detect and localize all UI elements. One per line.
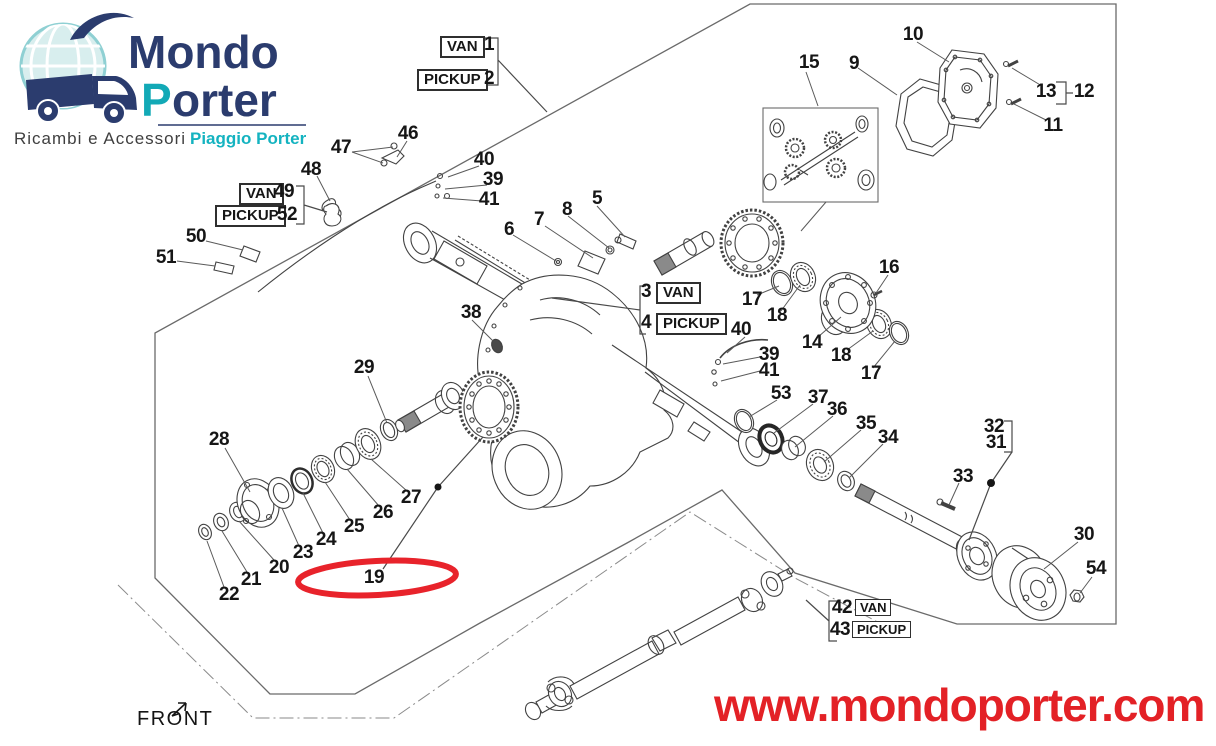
- logo-word-porter-initial: P: [141, 74, 172, 126]
- diagram-border-solid: [154, 3, 1117, 695]
- part-callout-7: 7: [533, 209, 545, 230]
- part-callout-12: 12: [1073, 81, 1095, 102]
- part-callout-9: 9: [848, 53, 860, 74]
- part-callout-16: 16: [878, 257, 900, 278]
- logo-word-mondo: Mondo: [128, 26, 279, 78]
- part-callout-47: 47: [330, 137, 352, 158]
- highlight-ellipse: [295, 557, 459, 599]
- part-callout-48: 48: [300, 159, 322, 180]
- variant-box-van-left: VAN: [239, 183, 284, 205]
- part-callout-41-top: 41: [478, 189, 500, 210]
- part-callout-15: 15: [798, 52, 820, 73]
- part-callout-52: 52: [276, 204, 298, 225]
- part-callout-40-mid: 40: [730, 319, 752, 340]
- part-callout-27: 27: [400, 487, 422, 508]
- part-callout-46: 46: [397, 123, 419, 144]
- variant-box-pickup-bottom: PICKUP: [852, 621, 912, 638]
- breather-pipe-drawing: [213, 142, 451, 293]
- bracket-lines: [296, 37, 1073, 642]
- part-callout-25: 25: [343, 516, 365, 537]
- part-callout-6: 6: [503, 219, 515, 240]
- diff-carrier-drawing: [819, 272, 883, 336]
- variant-box-van-mid: VAN: [656, 282, 701, 304]
- part-callout-30: 30: [1073, 524, 1095, 545]
- part-callout-14: 14: [801, 332, 823, 353]
- part-callout-40-top: 40: [473, 149, 495, 170]
- part-callout-4: 4: [640, 312, 652, 333]
- crown-wheel-right-drawing: [719, 208, 785, 278]
- part-callout-21: 21: [240, 569, 262, 590]
- part-callout-41-mid: 41: [758, 360, 780, 381]
- part-callout-39-mid: 39: [758, 344, 780, 365]
- diff-cover-drawing: [895, 49, 1022, 157]
- mondo-porter-logo: Mondo P orter Ricambi e Accessori Piaggi…: [14, 12, 307, 148]
- variant-box-pickup-mid: PICKUP: [656, 313, 727, 335]
- variant-box-van-bottom: VAN: [855, 599, 892, 616]
- prop-shaft-drawing: [524, 567, 794, 721]
- part-callout-49: 49: [273, 181, 295, 202]
- part-callout-33: 33: [952, 466, 974, 487]
- part-callout-26: 26: [372, 502, 394, 523]
- part-callout-8: 8: [561, 199, 573, 220]
- variant-box-pickup-top: PICKUP: [417, 69, 488, 91]
- part-callout-3: 3: [640, 281, 652, 302]
- part-callout-32: 32: [983, 416, 1005, 437]
- part-callout-23: 23: [292, 542, 314, 563]
- diagram-border-dashdot: [117, 511, 901, 719]
- pinion-shaft-upper-drawing: [653, 231, 715, 276]
- part-callout-11: 11: [1043, 115, 1063, 136]
- part-callout-19-highlighted: 19: [363, 567, 385, 588]
- logo-swoosh: [70, 12, 134, 40]
- part-callout-5: 5: [591, 188, 603, 209]
- part-callout-39-top: 39: [482, 169, 504, 190]
- part-callout-20: 20: [268, 557, 290, 578]
- part-callout-31: 31: [985, 432, 1007, 453]
- part-callout-1: 1: [483, 34, 495, 55]
- part-callout-18b: 18: [830, 345, 852, 366]
- breather-bracket-parts-drawing: [553, 233, 637, 275]
- brake-hose-drawing: [711, 338, 769, 387]
- truck-icon: [26, 74, 137, 125]
- part-callout-29: 29: [353, 357, 375, 378]
- part-callout-18a: 18: [766, 305, 788, 326]
- part-callout-51: 51: [155, 247, 177, 268]
- part-callout-43: 43: [829, 619, 851, 640]
- part-callout-17a: 17: [741, 289, 763, 310]
- part-callout-17b: 17: [860, 363, 882, 384]
- logo-tagline-right: Piaggio Porter: [190, 129, 307, 148]
- website-watermark: www.mondoporter.com: [714, 679, 1205, 731]
- part-callout-34: 34: [877, 427, 899, 448]
- part-callout-24: 24: [315, 529, 337, 550]
- part-callout-13: 13: [1035, 81, 1057, 102]
- front-direction-label: FRONT: [137, 708, 214, 730]
- part-callout-37: 37: [807, 387, 829, 408]
- spider-gear-kit-drawing: [762, 107, 879, 203]
- part-callout-50: 50: [185, 226, 207, 247]
- part-callout-2: 2: [483, 68, 495, 89]
- part-callout-35: 35: [855, 413, 877, 434]
- logo-tagline-left: Ricambi e Accessori: [14, 129, 186, 148]
- front-arrow-icon: [171, 702, 187, 717]
- part-callout-38: 38: [460, 302, 482, 323]
- part-callout-42: 42: [831, 597, 853, 618]
- leader-dot-31: [987, 479, 995, 487]
- part-callout-53: 53: [770, 383, 792, 404]
- leader-dot-19: [434, 483, 442, 491]
- leader-lines: [176, 41, 1093, 594]
- variant-box-pickup-left: PICKUP: [215, 205, 286, 227]
- brake-drum-drawing: [991, 545, 1085, 621]
- part-callout-22: 22: [218, 584, 240, 605]
- axle-shaft-set-drawing: [733, 408, 998, 581]
- part-callout-54: 54: [1085, 558, 1107, 579]
- part-callout-10: 10: [902, 24, 924, 45]
- part-callout-36: 36: [826, 399, 848, 420]
- variant-box-van-top: VAN: [440, 36, 485, 58]
- crown-wheel-lower-drawing: [458, 370, 520, 444]
- axle-housing-drawing: [402, 222, 771, 510]
- pinion-set-drawing: [198, 381, 466, 541]
- logo-word-porter-rest: orter: [172, 74, 277, 126]
- part-callout-28: 28: [208, 429, 230, 450]
